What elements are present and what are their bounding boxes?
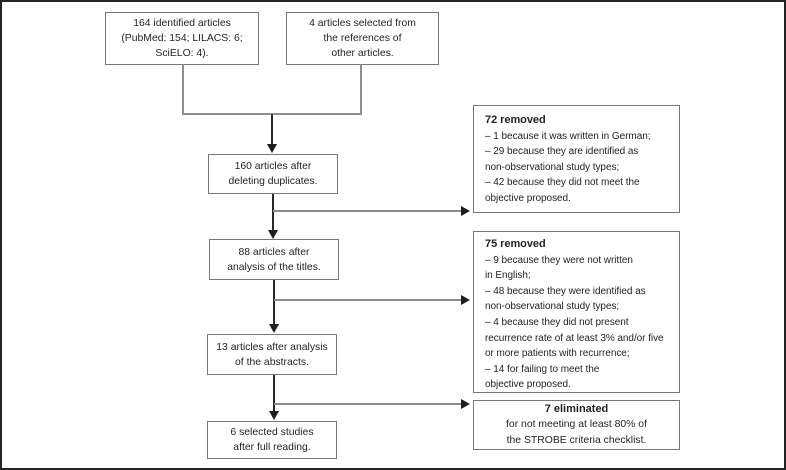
text-line: other articles. bbox=[331, 48, 394, 59]
text-line: (PubMed: 154; LILACS: 6; bbox=[121, 33, 243, 44]
text-line: – 4 because they did not present bbox=[485, 316, 629, 328]
flow-box-reference-articles: 4 articles selected from the references … bbox=[286, 12, 439, 65]
text-line: objective proposed. bbox=[485, 379, 571, 391]
flow-box-removed-75: 75 removed – 9 because they were not wri… bbox=[473, 231, 680, 393]
box-header: 7 eliminated bbox=[544, 402, 609, 415]
arrowhead-down-1 bbox=[267, 144, 277, 153]
box-header: 75 removed bbox=[485, 238, 546, 250]
text-line: deleting duplicates. bbox=[228, 176, 318, 187]
text-line: 6 selected studies bbox=[230, 427, 314, 438]
text-line: 4 articles selected from bbox=[309, 18, 416, 29]
connector-branch-2 bbox=[274, 299, 461, 301]
text-line: – 29 because they are identified as bbox=[485, 146, 639, 158]
connector-stub-right bbox=[360, 64, 362, 114]
flow-box-titles: 88 articles after analysis of the titles… bbox=[209, 239, 339, 280]
text-line: non-observational study types; bbox=[485, 301, 620, 313]
text-line: – 9 because they were not written bbox=[485, 254, 633, 266]
text-line: of the abstracts. bbox=[235, 356, 309, 368]
text-line: – 1 because it was written in German; bbox=[485, 130, 651, 142]
flow-box-selected: 6 selected studies after full reading. bbox=[207, 421, 337, 459]
connector-stub-left bbox=[182, 64, 184, 114]
text-line: 13 articles after analysis bbox=[216, 341, 328, 353]
text-line: in English; bbox=[485, 270, 531, 282]
flow-box-eliminated-7: 7 eliminated for not meeting at least 80… bbox=[473, 400, 680, 450]
arrowhead-right-2 bbox=[461, 295, 470, 305]
text-line: analysis of the titles. bbox=[227, 261, 321, 273]
text-line: – 14 for failing to meet the bbox=[485, 363, 600, 375]
text-line: the references of bbox=[323, 33, 402, 44]
arrowhead-right-1 bbox=[461, 206, 470, 216]
text-line: 88 articles after bbox=[238, 246, 310, 258]
connector-join-line bbox=[182, 113, 362, 115]
text-line: for not meeting at least 80% of bbox=[506, 419, 647, 431]
flow-box-deduplicated: 160 articles after deleting duplicates. bbox=[208, 154, 338, 194]
arrowhead-right-3 bbox=[461, 399, 470, 409]
text-line: 160 articles after bbox=[234, 161, 312, 172]
text-line: – 42 because they did not meet the bbox=[485, 177, 640, 189]
text-line: non-observational study types; bbox=[485, 161, 620, 173]
connector-arrow-down-4 bbox=[273, 375, 275, 412]
text-line: SciELO: 4). bbox=[155, 48, 209, 59]
box-header: 72 removed bbox=[485, 114, 546, 126]
text-line: – 48 because they were identified as bbox=[485, 285, 646, 297]
text-line: or more patients with recurrence; bbox=[485, 348, 630, 360]
text-line: objective proposed. bbox=[485, 192, 571, 204]
connector-branch-1 bbox=[273, 210, 461, 212]
text-line: recurrence rate of at least 3% and/or fi… bbox=[485, 332, 664, 344]
flow-box-abstracts: 13 articles after analysis of the abstra… bbox=[207, 334, 337, 375]
connector-arrow-down-2 bbox=[272, 194, 274, 231]
connector-branch-3 bbox=[274, 403, 461, 405]
connector-arrow-down-1 bbox=[271, 114, 273, 145]
connector-arrow-down-3 bbox=[273, 280, 275, 325]
arrowhead-down-4 bbox=[269, 411, 279, 420]
text-line: after full reading. bbox=[233, 442, 311, 453]
text-line: 164 identified articles bbox=[133, 18, 231, 29]
arrowhead-down-2 bbox=[268, 230, 278, 239]
flow-box-identified-articles: 164 identified articles (PubMed: 154; LI… bbox=[105, 12, 259, 65]
text-line: the STROBE criteria checklist. bbox=[506, 434, 647, 446]
arrowhead-down-3 bbox=[269, 324, 279, 333]
flow-box-removed-72: 72 removed – 1 because it was written in… bbox=[473, 105, 680, 213]
